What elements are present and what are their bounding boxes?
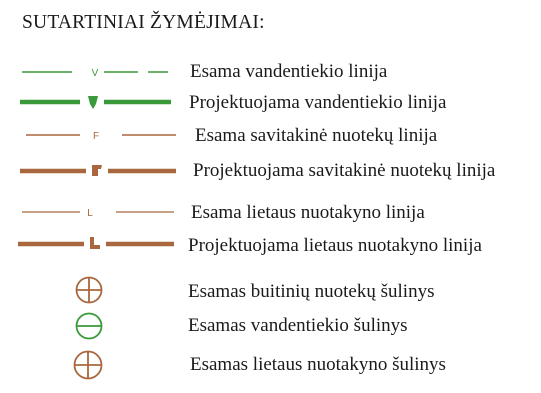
legend-label-existing-storm-line: Esama lietaus nuotakyno linija — [191, 202, 425, 223]
water-valve-marker — [88, 96, 98, 109]
legend-label-domestic-sewer-manhole: Esamas buitinių nuotekų šulinys — [188, 281, 435, 302]
projected-water-line-symbol — [20, 96, 171, 109]
legend-label-projected-water-line: Projektuojama vandentiekio linija — [189, 92, 447, 113]
storm-manhole-icon — [73, 350, 103, 380]
legend-label-existing-gravity-sewer-line: Esama savitakinė nuotekų linija — [195, 125, 438, 146]
storm-marker — [90, 237, 100, 249]
legend-label-projected-gravity-sewer-line: Projektuojama savitakinė nuotekų linija — [193, 160, 496, 181]
domestic-sewer-manhole-icon — [75, 276, 103, 304]
existing-gravity-sewer-line-symbol: F — [26, 131, 176, 142]
water-manhole-icon — [75, 312, 103, 340]
existing-water-line-symbol: V — [22, 68, 168, 79]
projected-gravity-sewer-line-symbol — [20, 165, 176, 176]
sewer-marker — [92, 165, 102, 176]
symbol-letter-l: L — [87, 208, 93, 219]
legend-label-existing-water-line: Esama vandentiekio linija — [190, 61, 388, 82]
legend-label-storm-manhole: Esamas lietaus nuotakyno šulinys — [190, 354, 446, 375]
existing-storm-line-symbol: L — [22, 208, 174, 219]
legend-title: SUTARTINIAI ŽYMĖJIMAI: — [22, 12, 265, 33]
symbol-letter-f: F — [93, 131, 99, 142]
legend-label-projected-storm-line: Projektuojama lietaus nuotakyno linija — [188, 235, 482, 256]
projected-storm-line-symbol — [18, 237, 174, 249]
symbol-letter-v: V — [92, 68, 99, 79]
legend-label-water-manhole: Esamas vandentiekio šulinys — [188, 315, 408, 336]
